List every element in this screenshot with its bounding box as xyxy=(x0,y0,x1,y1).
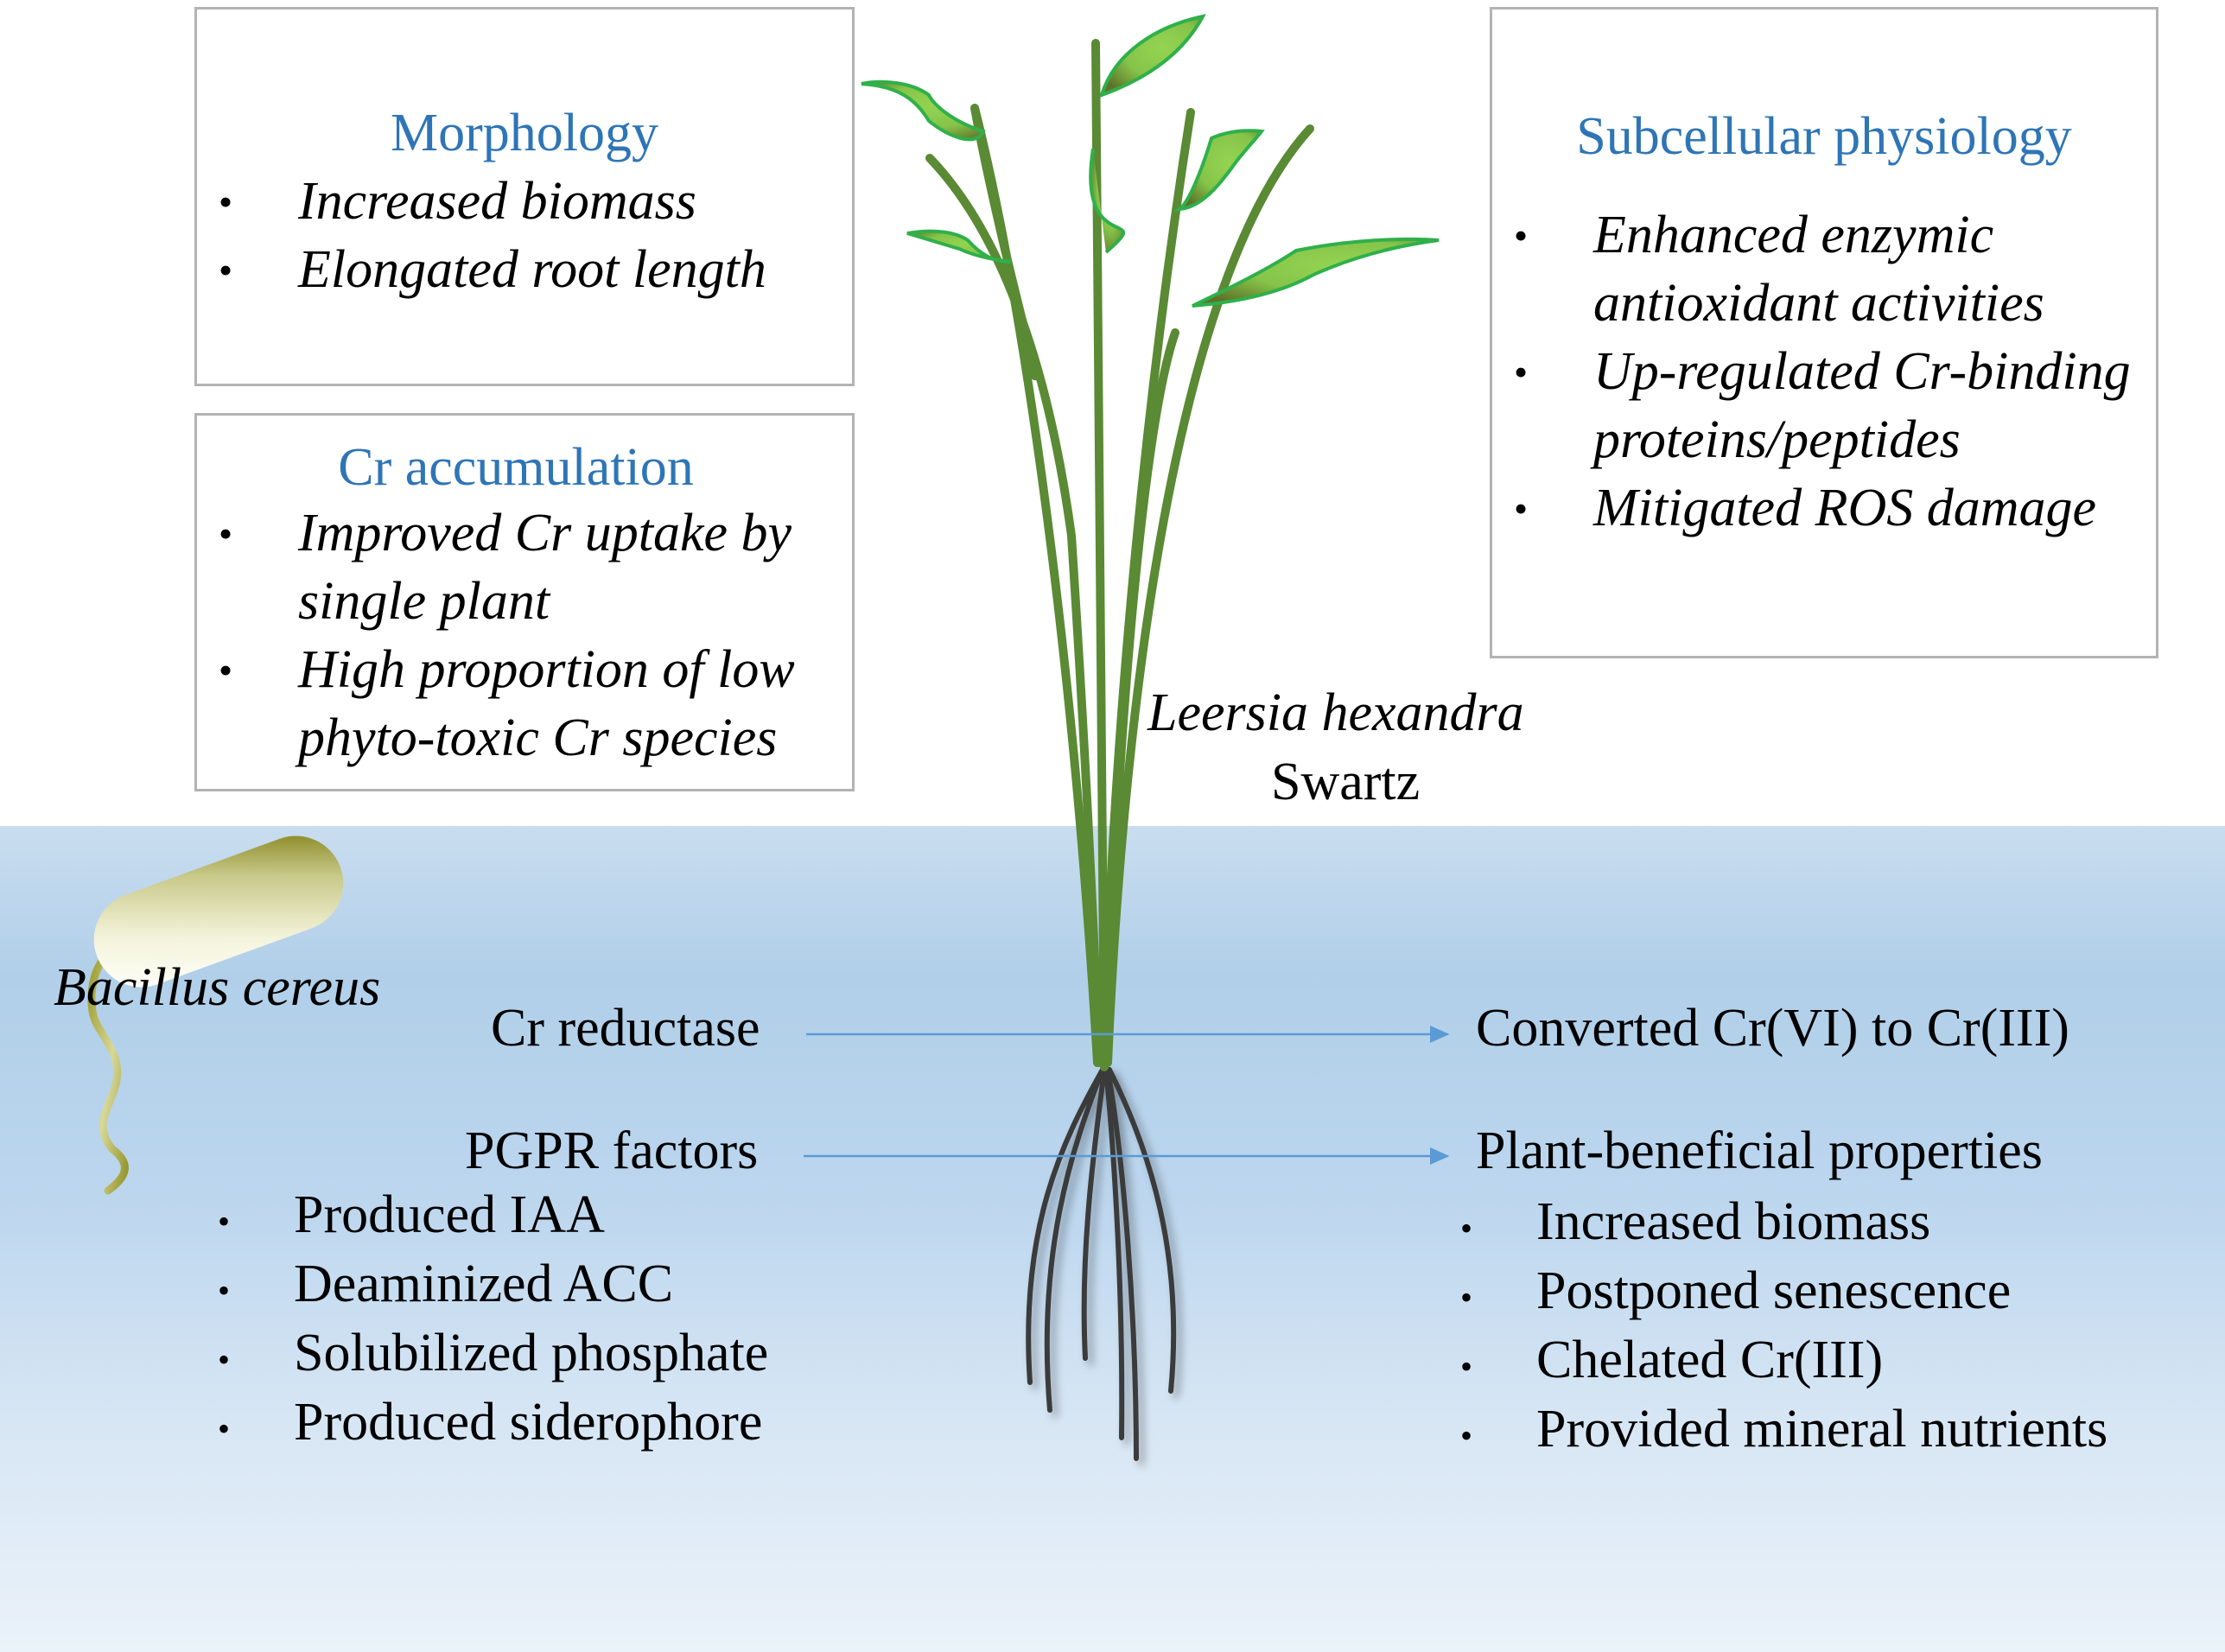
roots xyxy=(1026,1067,1177,1461)
bullet-icon: • xyxy=(1460,1209,1473,1248)
root xyxy=(1026,1067,1105,1385)
stem xyxy=(925,154,1103,1067)
subcellular-physiology-title: Subcellular physiology xyxy=(1576,107,2072,166)
plant-species-authority: Swartz xyxy=(1271,753,1421,811)
cr-accumulation-box: Cr accumulation •Improved Cr uptake by s… xyxy=(194,413,855,791)
bullet-icon: • xyxy=(219,248,233,292)
pgpr-factors-label: PGPR factors xyxy=(465,1121,759,1180)
bullet-icon: • xyxy=(219,180,233,224)
leaf xyxy=(1192,237,1440,308)
leaf xyxy=(1173,129,1265,212)
bullet-icon: • xyxy=(218,1409,231,1448)
bullet-icon: • xyxy=(218,1202,231,1241)
list-item: •Improved Cr uptake by xyxy=(219,499,795,568)
list-item-continuation: phyto-toxic Cr species xyxy=(298,708,778,767)
root xyxy=(1105,1067,1139,1461)
plant-benefits-list: •Increased biomass •Postponed senescence… xyxy=(1460,1187,2107,1464)
list-item: •Deaminized ACC xyxy=(218,1249,768,1318)
list-item: •Increased biomass xyxy=(219,168,766,236)
flagellum xyxy=(87,938,134,1195)
leaf xyxy=(861,79,986,142)
bullet-icon: • xyxy=(1460,1416,1473,1455)
list-item: •Enhanced enzymic xyxy=(1514,201,2131,270)
bullet-icon: • xyxy=(219,648,233,692)
bacterium-name: Bacillus cereus xyxy=(54,958,381,1017)
cr-reductase-label: Cr reductase xyxy=(491,999,760,1058)
cr-accumulation-list: •Improved Cr uptake by single plant •Hig… xyxy=(219,499,795,772)
bullet-icon: • xyxy=(1460,1347,1473,1386)
subcellular-physiology-box: Subcellular physiology •Enhanced enzymic… xyxy=(1490,7,2158,658)
list-item-continuation: antioxidant activities xyxy=(1593,274,2044,333)
bullet-icon: • xyxy=(1514,350,1529,394)
bullet-icon: • xyxy=(219,511,233,556)
plant-beneficial-properties-label: Plant-beneficial properties xyxy=(1476,1121,2043,1180)
bacterium-body xyxy=(93,836,344,988)
bacterium-icon xyxy=(87,836,344,1195)
bullet-icon: • xyxy=(1514,486,1529,531)
morphology-list: •Increased biomass •Elongated root lengt… xyxy=(219,168,766,304)
bullet-icon: • xyxy=(1514,213,1529,257)
morphology-box: Morphology •Increased biomass •Elongated… xyxy=(194,7,855,386)
list-item-continuation: proteins/peptides xyxy=(1593,410,1961,469)
root xyxy=(1103,1067,1125,1440)
subcellular-physiology-list: •Enhanced enzymic antioxidant activities… xyxy=(1514,201,2131,543)
cr-accumulation-title: Cr accumulation xyxy=(338,438,694,497)
root xyxy=(1107,1067,1177,1394)
list-item: •Provided mineral nutrients xyxy=(1460,1395,2107,1464)
root xyxy=(1081,1067,1107,1361)
bullet-icon: • xyxy=(218,1340,231,1379)
bullet-icon: • xyxy=(1460,1278,1473,1317)
plant-species-name: Leersia hexandra xyxy=(1147,683,1524,742)
converted-cr-label: Converted Cr(VI) to Cr(III) xyxy=(1476,999,2069,1058)
pgpr-factors-list: •Produced IAA •Deaminized ACC •Solubiliz… xyxy=(218,1180,768,1457)
leaf xyxy=(1098,14,1206,98)
stems xyxy=(925,39,1314,1071)
stem xyxy=(1091,39,1109,1071)
list-item: •Postponed senescence xyxy=(1460,1256,2107,1325)
list-item: •Produced siderophore xyxy=(218,1388,768,1457)
list-item: •Mitigated ROS damage xyxy=(1514,474,2131,543)
leaves xyxy=(861,14,1440,308)
stem xyxy=(1103,124,1314,1067)
leaf xyxy=(1089,148,1125,254)
list-item-continuation: single plant xyxy=(298,572,550,631)
root xyxy=(1044,1067,1105,1413)
list-item: •Increased biomass xyxy=(1460,1187,2107,1256)
leaf xyxy=(906,229,1012,264)
list-item: •Up-regulated Cr-binding xyxy=(1514,338,2131,406)
morphology-title: Morphology xyxy=(391,104,658,162)
list-item: •Elongated root length xyxy=(219,236,766,304)
bullet-icon: • xyxy=(218,1271,231,1310)
list-item: •High proportion of low xyxy=(219,636,795,704)
list-item: •Chelated Cr(III) xyxy=(1460,1325,2107,1395)
list-item: •Solubilized phosphate xyxy=(218,1318,768,1388)
list-item: •Produced IAA xyxy=(218,1180,768,1249)
